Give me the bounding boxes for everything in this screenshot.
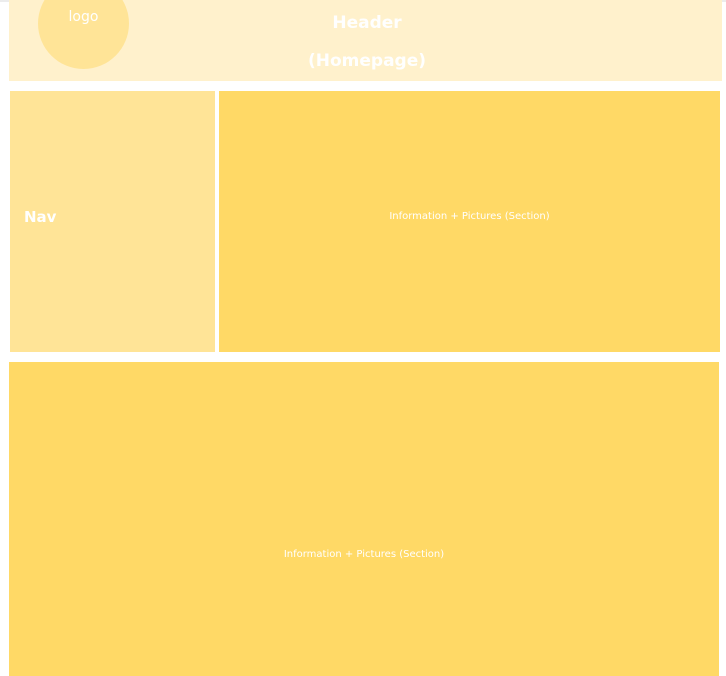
nav-block: Nav	[10, 91, 215, 352]
header-title: Header	[332, 13, 402, 33]
section-label-top: Information + Pictures (Section)	[389, 211, 550, 222]
nav-label: Nav	[24, 208, 57, 226]
section-label-bottom: Information + Pictures (Section)	[283, 549, 445, 560]
logo-circle: logo	[38, 0, 129, 69]
header-block: logo Header (Homepage)	[9, 0, 722, 81]
section-block-bottom: Information + Pictures (Section)	[9, 362, 719, 676]
logo-label: logo	[68, 9, 99, 25]
header-subtitle: (Homepage)	[307, 51, 427, 71]
section-block-top: Information + Pictures (Section)	[219, 91, 720, 352]
